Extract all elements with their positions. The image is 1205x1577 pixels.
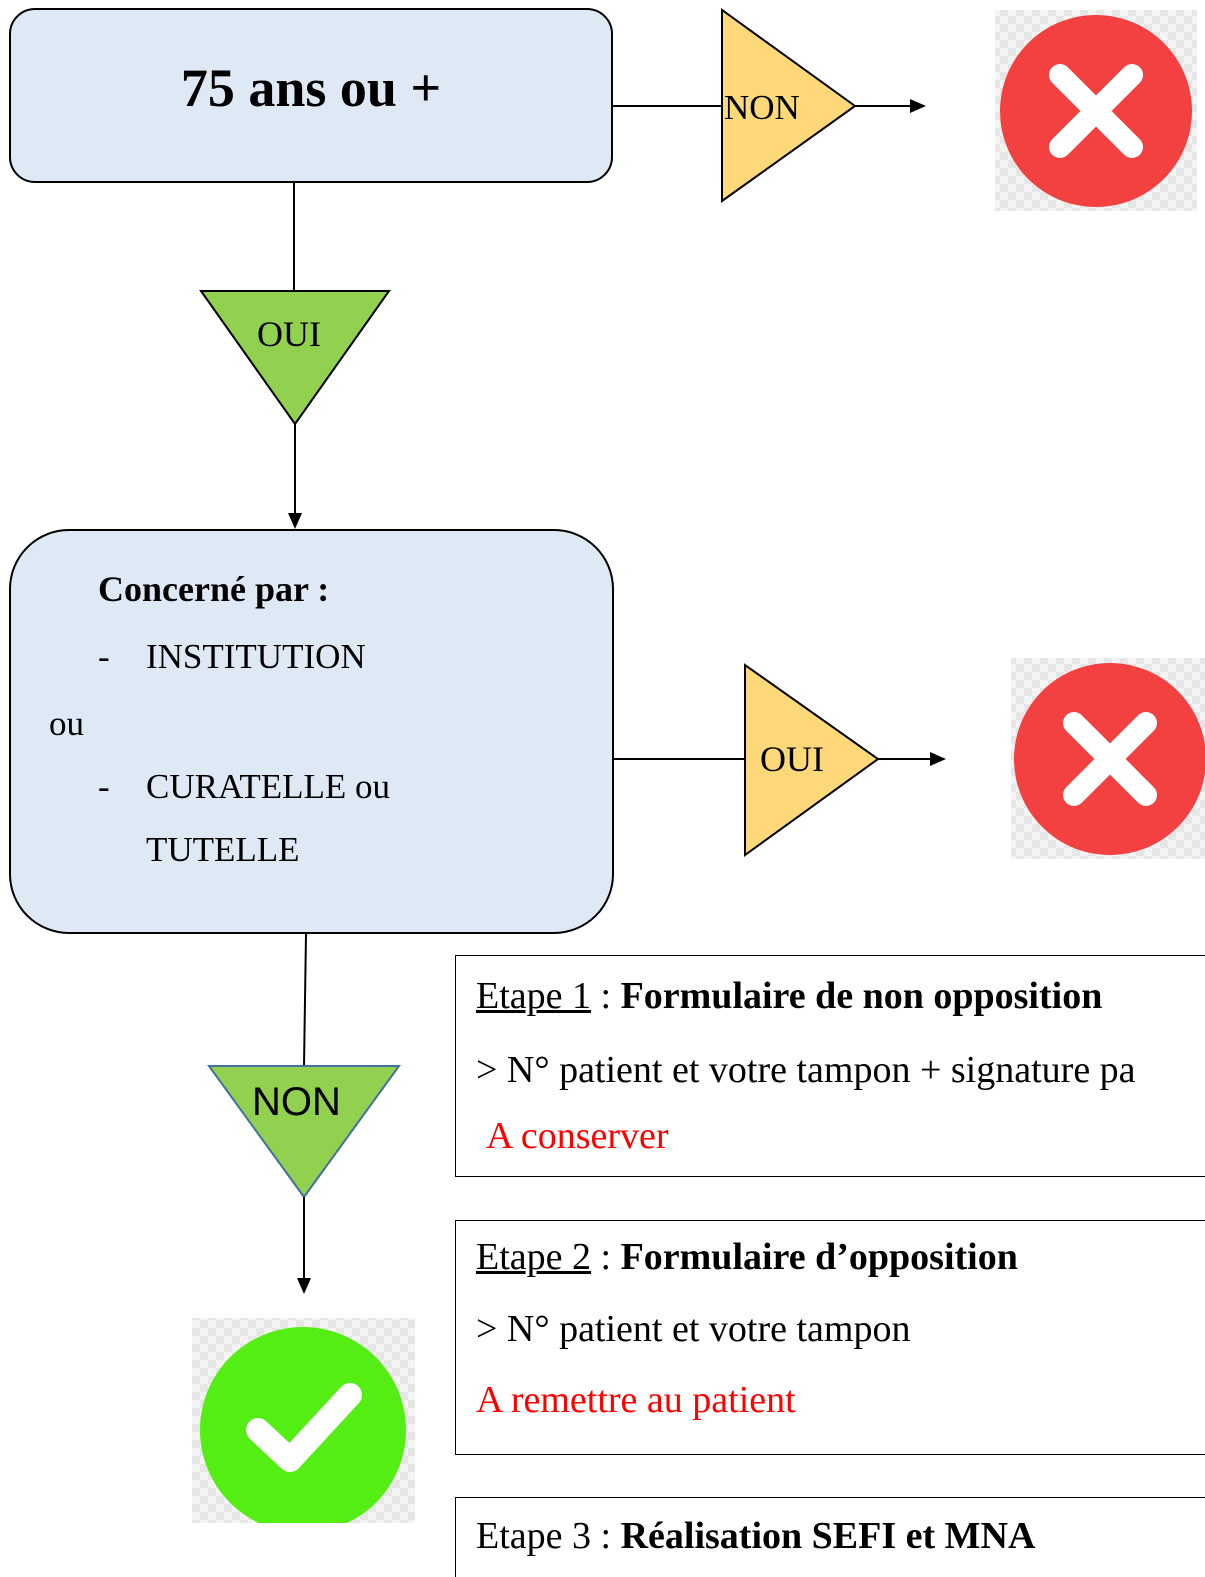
step-3-separator: : — [591, 1515, 621, 1557]
arrowhead-age-non — [910, 99, 926, 113]
close-circle-icon — [1011, 658, 1205, 859]
step-1-separator: : — [591, 975, 621, 1017]
step-3-box: Etape 3 : Réalisation SEFI et MNA — [455, 1497, 1205, 1577]
step-1-title: Formulaire de non opposition — [620, 975, 1103, 1017]
decision-age-yes-triangle — [199, 290, 391, 426]
connector-concern-non — [303, 933, 307, 1067]
step-2-title: Formulaire d’opposition — [620, 1236, 1018, 1278]
step-3-label: Etape 3 — [476, 1515, 592, 1557]
step-2-separator: : — [591, 1236, 621, 1278]
age-condition-box: 75 ans ou + — [9, 8, 613, 183]
decision-concern-yes-label: OUI — [760, 739, 824, 779]
arrowhead-age-oui — [288, 513, 302, 529]
step-2-note: A remettre au patient — [476, 1379, 796, 1421]
step-3-heading: Etape 3 : Réalisation SEFI et MNA — [476, 1514, 1035, 1558]
step-2-box: Etape 2 : Formulaire d’opposition > N° p… — [455, 1220, 1205, 1455]
concern-item-institution: INSTITUTION — [146, 637, 366, 676]
step-2-label: Etape 2 — [476, 1236, 592, 1278]
concern-connector-ou: ou — [49, 704, 84, 743]
concern-condition-box: Concerné par : - INSTITUTION ou - CURATE… — [9, 529, 614, 934]
arrowhead-concern-non — [297, 1278, 311, 1294]
close-circle-icon — [995, 10, 1197, 211]
arrowhead-concern-oui — [930, 752, 946, 766]
step-2-detail: > N° patient et votre tampon — [476, 1308, 911, 1350]
concern-item-1-dash: - — [98, 637, 110, 676]
step-3-title: Réalisation SEFI et MNA — [620, 1515, 1036, 1557]
step-2-heading: Etape 2 : Formulaire d’opposition — [476, 1235, 1018, 1279]
concern-item-2-dash: - — [98, 767, 110, 806]
step-1-label: Etape 1 — [476, 975, 592, 1017]
step-1-note: A conserver — [486, 1115, 669, 1157]
decision-concern-yes-triangle — [744, 663, 880, 857]
concern-item-curatelle: CURATELLE ou — [146, 767, 391, 806]
decision-concern-no-triangle — [207, 1065, 401, 1199]
step-1-heading: Etape 1 : Formulaire de non opposition — [476, 974, 1102, 1018]
decision-concern-no-label: NON — [252, 1080, 341, 1124]
step-1-detail: > N° patient et votre tampon + signature… — [476, 1049, 1136, 1091]
decision-age-no-label: NON — [724, 88, 800, 127]
concern-title: Concerné par : — [98, 569, 330, 609]
decision-age-no-triangle — [721, 8, 857, 203]
flow-connectors — [192, 8, 1205, 1523]
step-1-box: Etape 1 : Formulaire de non opposition >… — [455, 955, 1205, 1177]
concern-item-tutelle: TUTELLE — [146, 830, 300, 869]
age-condition-title: 75 ans ou + — [180, 58, 442, 118]
check-circle-icon — [192, 1318, 415, 1523]
decision-age-yes-label: OUI — [257, 314, 321, 354]
